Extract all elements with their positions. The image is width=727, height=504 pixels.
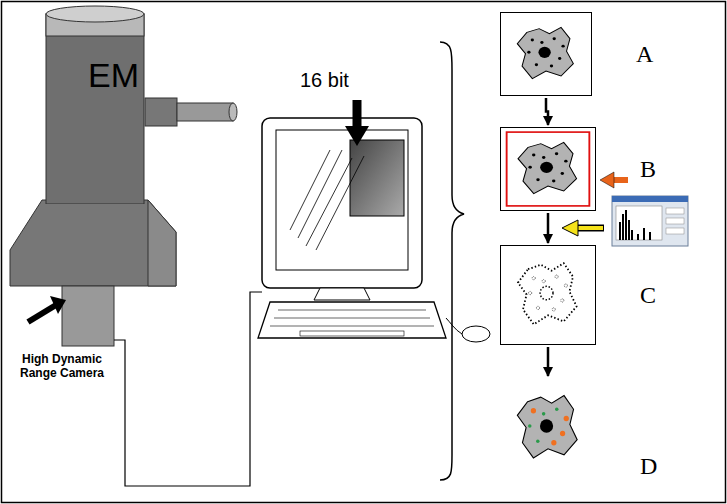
label-holder: 16 bit (300, 68, 420, 92)
down-arrow (353, 100, 362, 128)
label-holder: High Dynamic Range Camera (14, 352, 110, 381)
microscope-side-port (145, 98, 237, 126)
microscope-base (10, 200, 176, 286)
yellow-arrow-head (562, 220, 578, 236)
cell-drawing (501, 246, 595, 344)
step-letter: B (640, 157, 656, 181)
pointer-arrow (28, 305, 56, 322)
step-letter: A (636, 42, 653, 66)
instrument-label: EM (88, 56, 139, 95)
down-arrow-head (345, 126, 369, 146)
orange-arrow (612, 177, 628, 183)
bracket (440, 42, 464, 480)
process-step: A (500, 12, 653, 96)
histogram-window (612, 196, 688, 246)
bit-depth-label: 16 bit (300, 68, 420, 92)
flow-arrow (546, 98, 548, 125)
pointer-arrow-head (50, 296, 66, 314)
flow-arrow (547, 347, 550, 376)
orange-arrow-head (600, 172, 614, 188)
image-frame (500, 12, 592, 96)
process-step: B (500, 127, 656, 211)
process-step: C (500, 245, 656, 345)
label-holder: EM (45, 4, 145, 95)
cable (114, 292, 262, 486)
image-frame (500, 245, 596, 345)
cell-drawing (501, 128, 595, 210)
camera-body (62, 286, 114, 346)
camera-label: High Dynamic Range Camera (14, 352, 110, 381)
cell-drawing (500, 378, 596, 478)
image-frame (500, 127, 596, 211)
yellow-arrow (576, 226, 603, 230)
cell-result (500, 378, 596, 478)
process-step: D (500, 378, 657, 478)
step-letter: D (640, 454, 657, 478)
flow-arrow (547, 213, 550, 243)
cell-drawing (501, 13, 591, 95)
computer-monitor (258, 118, 490, 342)
step-letter: C (640, 283, 656, 307)
cylinder-shape (45, 4, 145, 204)
microscope-column: EM (45, 4, 145, 204)
